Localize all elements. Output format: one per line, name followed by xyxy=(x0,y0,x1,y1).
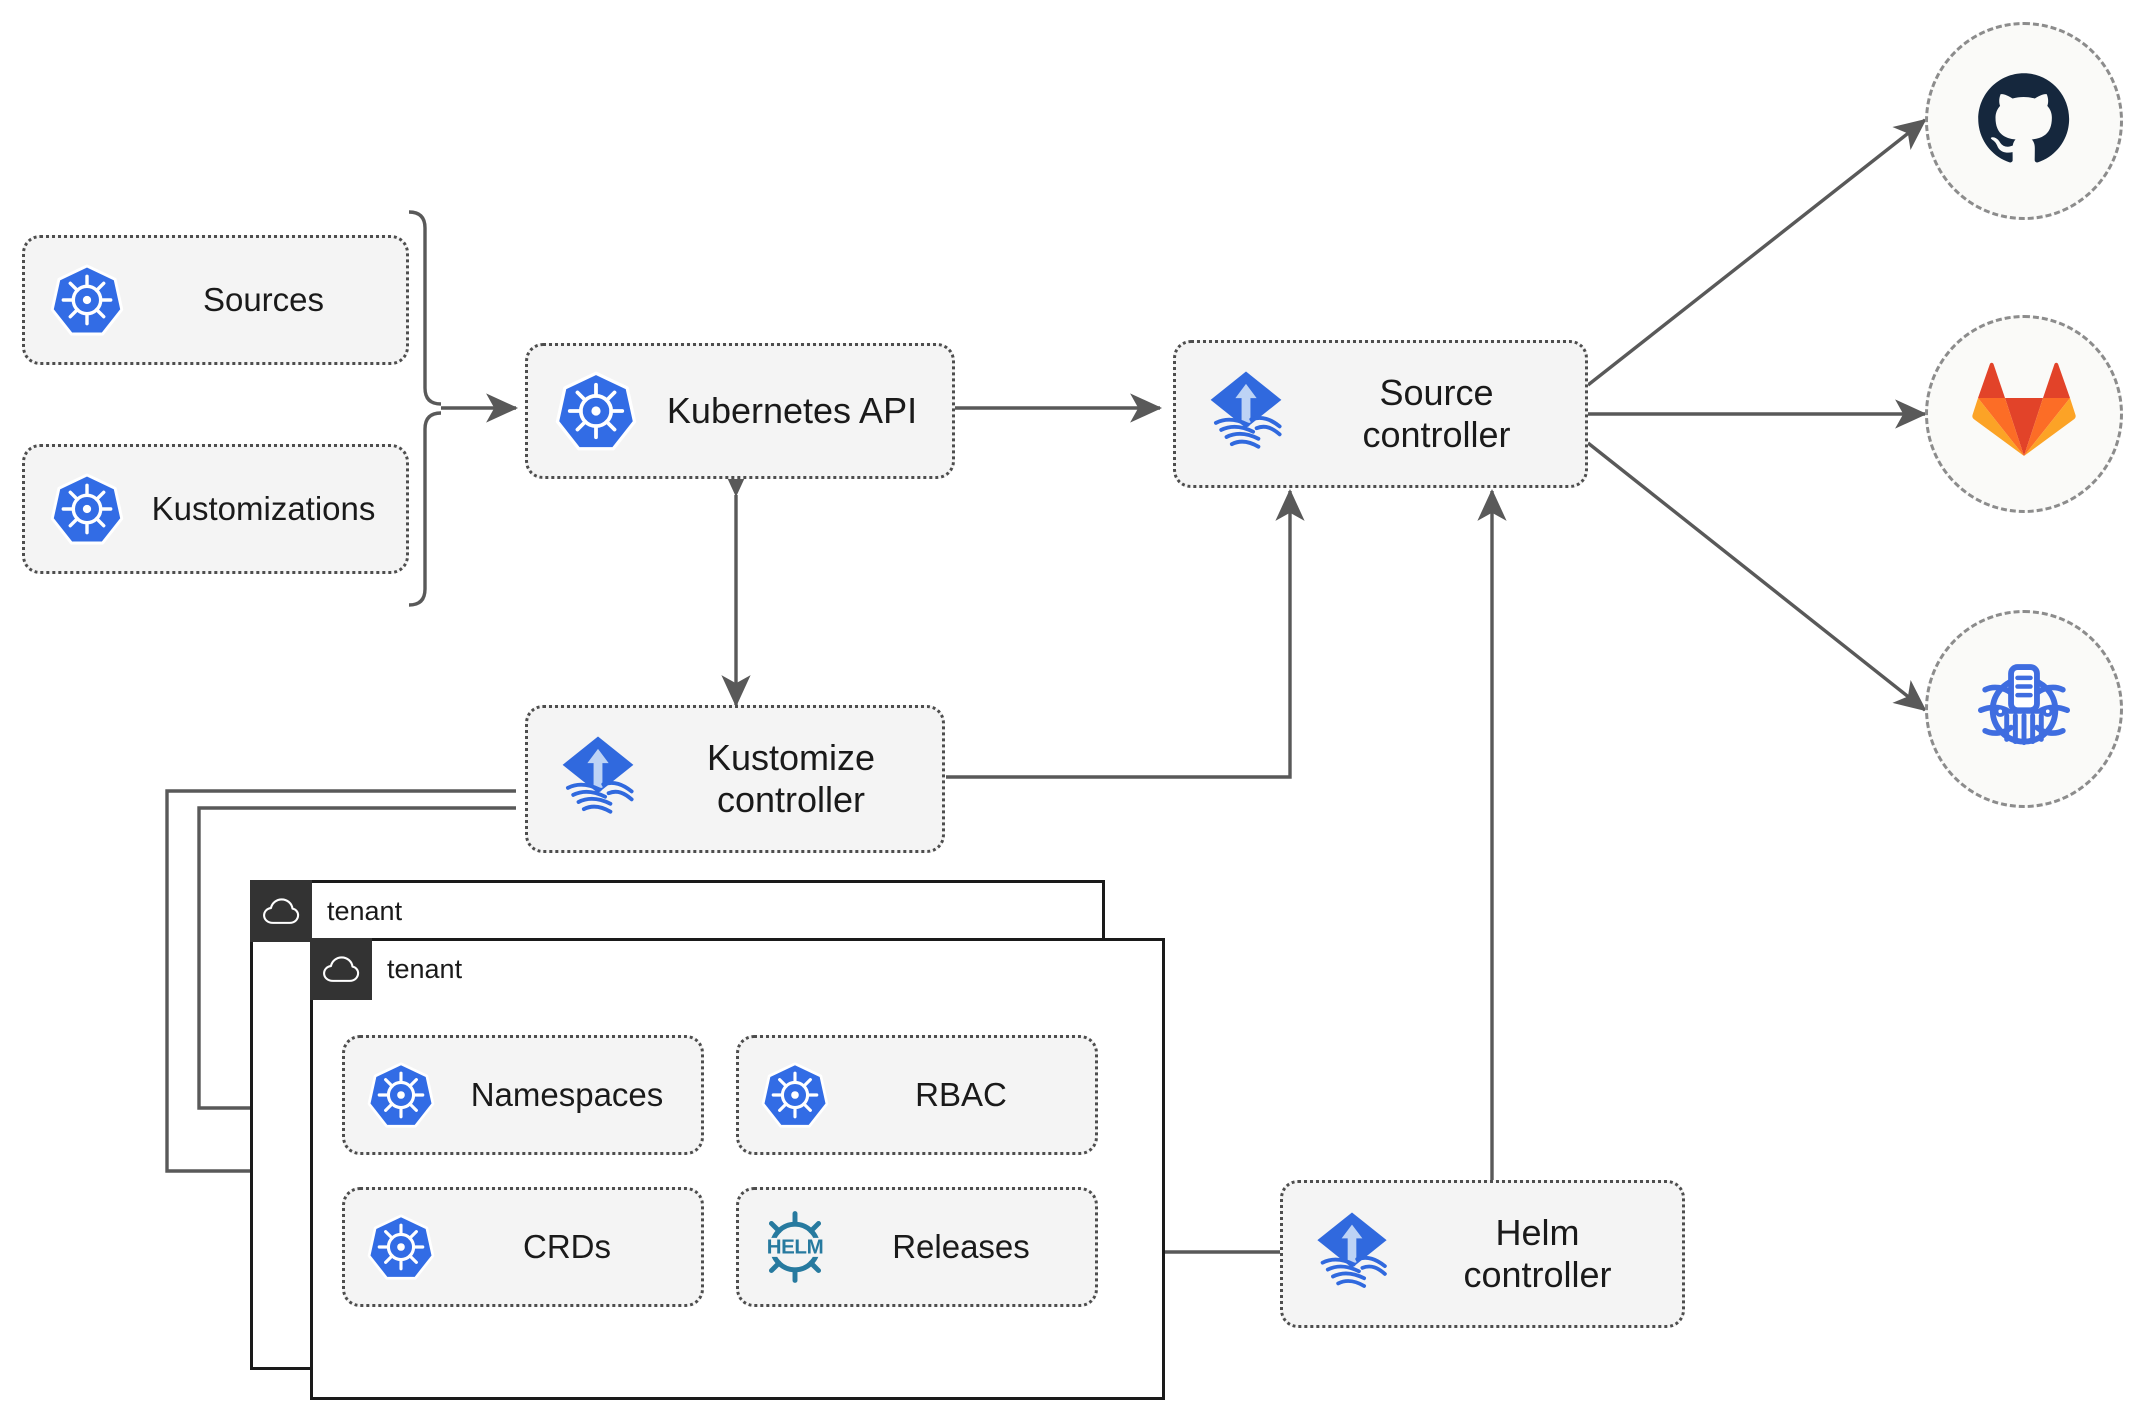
kubernetes-icon xyxy=(751,1061,839,1129)
node-rbac[interactable]: RBAC xyxy=(736,1035,1098,1155)
node-label: Source controller xyxy=(1362,371,1511,455)
node-crds[interactable]: CRDs xyxy=(342,1187,704,1307)
node-label: Helm controller xyxy=(1463,1211,1612,1295)
node-label: CRDs xyxy=(523,1227,611,1265)
node-label: Releases xyxy=(892,1227,1030,1265)
flux-icon xyxy=(1297,1209,1407,1299)
tenant-label-inner: tenant xyxy=(387,953,463,984)
cloud-icon xyxy=(250,880,312,942)
helm-icon: HELM xyxy=(751,1209,839,1285)
flux-icon xyxy=(542,733,654,825)
node-namespaces[interactable]: Namespaces xyxy=(342,1035,704,1155)
node-label: Kubernetes API xyxy=(666,389,918,431)
edge-sourcectrl-bucket xyxy=(1586,441,1927,712)
node-helm-controller[interactable]: Helm controller xyxy=(1280,1180,1685,1328)
kubernetes-icon xyxy=(39,263,135,337)
edge-kustomizectrl-sourcectrl xyxy=(946,488,1305,779)
node-label: Kustomize controller xyxy=(706,736,876,820)
cloud-icon xyxy=(310,938,372,1000)
node-source-controller[interactable]: Source controller xyxy=(1173,340,1588,488)
flux-icon xyxy=(1190,368,1302,460)
kubernetes-icon xyxy=(544,370,648,452)
node-kubernetes-api[interactable]: Kubernetes API xyxy=(525,343,955,479)
sources-group-bracket xyxy=(408,210,442,607)
svg-text:HELM: HELM xyxy=(767,1235,824,1258)
node-label: RBAC xyxy=(915,1075,1007,1113)
node-kustomize-controller[interactable]: Kustomize controller xyxy=(525,705,945,853)
edge-sourcectrl-github xyxy=(1586,118,1927,387)
kubernetes-icon xyxy=(357,1213,445,1281)
provider-gitlab[interactable] xyxy=(1925,315,2123,513)
tenant-label-outer: tenant xyxy=(327,895,403,926)
gitlab-icon xyxy=(1971,362,2077,467)
provider-github[interactable] xyxy=(1925,22,2123,220)
provider-artifact-repository[interactable] xyxy=(1925,610,2123,808)
kubernetes-icon xyxy=(39,472,135,546)
node-label: Kustomizations xyxy=(151,489,376,527)
node-label: Namespaces xyxy=(470,1075,664,1113)
artifact-repository-icon xyxy=(1970,653,2078,766)
tenant-box-inner: tenant xyxy=(310,938,1165,1400)
node-kustomizations[interactable]: Kustomizations xyxy=(22,444,409,574)
github-icon xyxy=(1972,67,2076,176)
node-sources[interactable]: Sources xyxy=(22,235,409,365)
kubernetes-icon xyxy=(357,1061,445,1129)
node-label: Sources xyxy=(202,280,325,318)
node-releases[interactable]: HELM Releases xyxy=(736,1187,1098,1307)
